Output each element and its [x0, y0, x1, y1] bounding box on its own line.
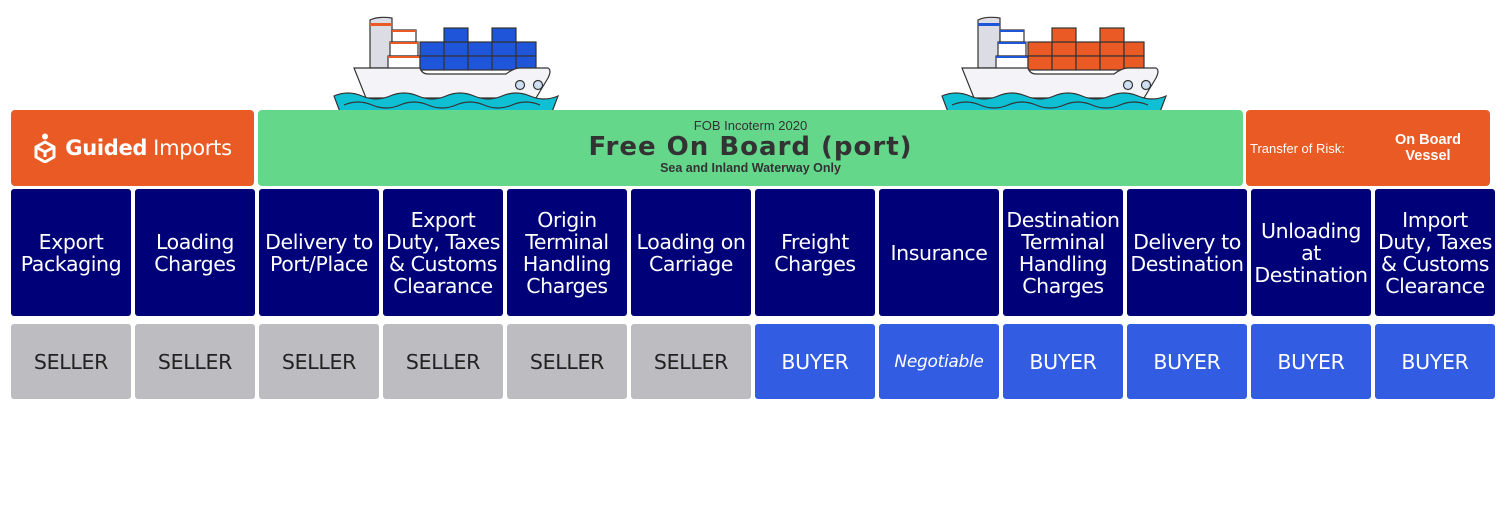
responsibility-cell-buyer: BUYER — [1127, 324, 1247, 399]
responsibility-cell-seller: SELLER — [383, 324, 503, 399]
incoterm-title-box: FOB Incoterm 2020 Free On Board (port) S… — [258, 110, 1243, 186]
cost-item-header: Export Packaging — [11, 189, 131, 316]
responsibility-cell-buyer: BUYER — [1251, 324, 1371, 399]
responsibility-cell-buyer: BUYER — [1375, 324, 1495, 399]
responsibility-cell-seller: SELLER — [631, 324, 751, 399]
risk-value: On Board Vessel — [1394, 132, 1462, 164]
responsibility-cell-seller: SELLER — [135, 324, 255, 399]
cost-item-header: Delivery to Port/Place — [259, 189, 379, 316]
incoterm-subtitle: FOB Incoterm 2020 — [693, 118, 808, 133]
responsibility-cell-seller: SELLER — [11, 324, 131, 399]
cost-item-header: Import Duty, Taxes & Customs Clearance — [1375, 189, 1495, 316]
transfer-of-risk-box: Transfer of Risk: On Board Vessel — [1246, 110, 1490, 186]
cost-item-header: Freight Charges — [755, 189, 875, 316]
box-person-logo-icon — [34, 133, 56, 163]
cost-item-header: Origin Terminal Handling Charges — [507, 189, 627, 316]
cost-item-header: Destination Terminal Handling Charges — [1003, 189, 1123, 316]
responsibility-cell-seller: SELLER — [259, 324, 379, 399]
container-ship-left-icon — [333, 16, 560, 113]
container-ship-right-icon — [941, 16, 1168, 113]
risk-label: Transfer of Risk: — [1250, 140, 1345, 156]
incoterm-title: Free On Board (port) — [588, 132, 913, 162]
cost-item-header: Insurance — [879, 189, 999, 316]
brand-name-bold: Guided — [65, 136, 148, 160]
cost-item-header: Loading Charges — [135, 189, 255, 316]
brand-name-regular: Imports — [153, 136, 232, 160]
cost-item-header: Unloading at Destination — [1251, 189, 1371, 316]
cost-item-header: Loading on Carriage — [631, 189, 751, 316]
brand-box: Guided Imports — [11, 110, 254, 186]
responsibility-cell-buyer: BUYER — [755, 324, 875, 399]
responsibility-cell-buyer: BUYER — [1003, 324, 1123, 399]
incoterm-note: Sea and Inland Waterway Only — [660, 161, 841, 175]
cost-item-header: Export Duty, Taxes & Customs Clearance — [383, 189, 503, 316]
responsibility-cell-seller: SELLER — [507, 324, 627, 399]
cost-item-header: Delivery to Destination — [1127, 189, 1247, 316]
responsibility-cell-negotiable: Negotiable — [879, 324, 999, 399]
